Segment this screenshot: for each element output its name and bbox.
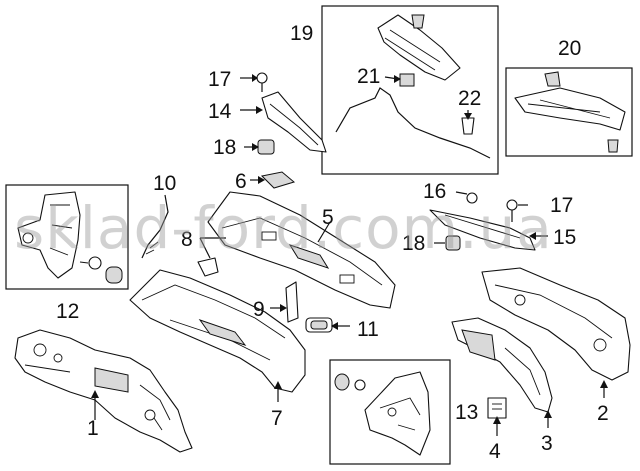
callout-15: 15 [553, 226, 576, 249]
callout-8: 8 [181, 228, 193, 251]
callout-6: 6 [235, 170, 247, 193]
callout-labels: 1 2 3 4 5 6 8 9 10 11 12 13 14 15 16 17 … [56, 22, 609, 463]
part-3-reinforcement [451, 317, 553, 428]
callout-3: 3 [541, 432, 553, 455]
part-17-screw-upper [240, 72, 268, 92]
part-10-clip [141, 194, 169, 259]
part-8-bracket [197, 237, 226, 277]
callout-17-lower: 17 [550, 194, 573, 217]
callout-12: 12 [56, 300, 79, 323]
callout-11: 11 [357, 318, 379, 341]
callout-1: 1 [87, 417, 99, 440]
part-6-pad [250, 171, 296, 189]
callout-21: 21 [357, 65, 380, 88]
callout-17-upper: 17 [208, 68, 231, 91]
group-19-box [321, 5, 499, 175]
callout-13: 13 [455, 401, 478, 424]
group-12-box [5, 184, 129, 290]
part-7-cowl-lower [129, 269, 306, 402]
callout-22: 22 [458, 87, 481, 110]
part-15-seal [429, 209, 548, 251]
group-13-box [329, 359, 451, 465]
part-18-clip-lower [434, 235, 461, 251]
part-11-grommet [305, 317, 350, 333]
callout-10: 10 [153, 172, 176, 195]
part-5-cowl-top [207, 191, 396, 309]
part-18-clip-upper [244, 139, 275, 155]
part-9-bracket [270, 281, 299, 323]
group-20-box [505, 67, 633, 157]
callout-18-lower: 18 [402, 232, 425, 255]
callout-2: 2 [597, 402, 609, 425]
part-1-dash-panel [14, 329, 193, 453]
callout-5: 5 [322, 206, 334, 229]
watermark-text: sklad-ford.com.ua [14, 194, 553, 262]
callout-9: 9 [253, 298, 265, 321]
part-17-screw-lower [506, 199, 528, 222]
callout-19: 19 [290, 22, 313, 45]
callout-16: 16 [423, 180, 446, 203]
part-2-side-panel [481, 267, 631, 398]
part-14-seal [240, 91, 327, 153]
callout-20: 20 [558, 37, 581, 60]
part-4-label [487, 397, 507, 436]
callout-7: 7 [271, 407, 283, 430]
callout-14: 14 [208, 100, 232, 123]
callout-4: 4 [489, 440, 501, 463]
callout-18-upper: 18 [213, 136, 236, 159]
part-16-clip [455, 191, 478, 204]
